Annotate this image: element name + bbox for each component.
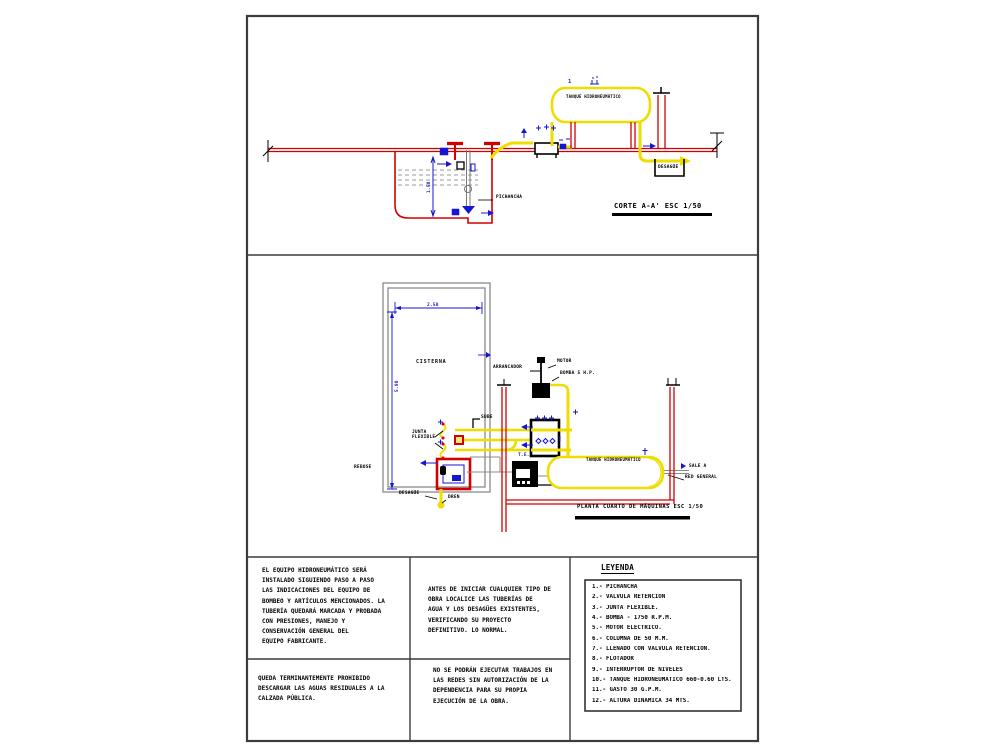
legend-item: 9.- INTERRUPTOR DE NIVELES bbox=[592, 666, 683, 673]
planta-view bbox=[382, 282, 690, 532]
hydro-tank-plan bbox=[546, 448, 686, 490]
corte-title: CORTE A-A' ESC 1/50 bbox=[614, 202, 702, 210]
suction-pipe bbox=[464, 150, 472, 206]
flow-arrow bbox=[680, 156, 691, 166]
ground-break-symbols bbox=[262, 132, 724, 162]
tanque-plan-label: TANQUE HIDRONEUMÁTICO bbox=[586, 457, 641, 462]
red-general-label: RED GENERAL bbox=[685, 475, 718, 480]
legend-item: 1.- PICHANCHA bbox=[592, 584, 638, 590]
check-valve-icons bbox=[559, 143, 567, 150]
hydro-tank-section bbox=[550, 76, 652, 148]
water-meter bbox=[534, 142, 559, 155]
tank-outlet bbox=[638, 122, 691, 177]
junta-label: JUNTA FLEXIBLE bbox=[412, 430, 436, 440]
plan-length-dim: 5.00 bbox=[395, 380, 400, 392]
legend-item: 4.- BOMBA - 1750 R.P.M. bbox=[592, 615, 673, 622]
discharge-pipe bbox=[489, 122, 572, 159]
legend-item: 10.- TANQUE HIDRONEUMÁTICO 660-0.60 LTS. bbox=[592, 677, 732, 684]
legend-item: 2.- VÁLVULA RETENCIÓN bbox=[592, 594, 666, 601]
pipe-annotations bbox=[521, 124, 570, 141]
note-1: EL EQUIPO HIDRONEUMÁTICO SERÁ INSTALADO … bbox=[262, 567, 385, 646]
legend-item: 5.- MOTOR ELÉCTRICO. bbox=[592, 625, 662, 632]
motor-label: MOTOR bbox=[557, 359, 572, 364]
note-3: ANTES DE INICIAR CUALQUIER TIPO DE OBRA … bbox=[428, 586, 551, 634]
dren-label: DREN bbox=[448, 495, 460, 500]
tank-label: TANQUE HIDRONEUMÁTICO bbox=[566, 94, 621, 99]
planta-title-underline bbox=[575, 516, 690, 520]
depth-dim-label: 1.50 bbox=[427, 181, 432, 193]
pump-manifold bbox=[521, 357, 578, 458]
flexible-joint bbox=[439, 443, 447, 459]
depth-dimension bbox=[430, 155, 436, 218]
legend-item: 11.- GASTO 30 G.P.M. bbox=[592, 687, 662, 694]
bomba-label: BOMBA 5 H.P. bbox=[560, 371, 595, 376]
drain-box bbox=[654, 159, 685, 177]
planta-title: PLANTA CUARTO DE MÁQUINAS ESC 1/50 bbox=[577, 504, 704, 510]
desague-label: DESAGÜE bbox=[399, 491, 420, 496]
tablero-label: T.E. bbox=[518, 453, 530, 458]
corte-title-underline bbox=[612, 213, 712, 216]
pit-valve-symbols bbox=[437, 147, 494, 216]
legend-list: 1.- PICHANCHA 2.- VÁLVULA RETENCIÓN 3.- … bbox=[592, 584, 738, 708]
sube-label: SUBE bbox=[481, 415, 493, 420]
foot-valve-icon bbox=[462, 206, 475, 214]
supply-risers bbox=[643, 87, 670, 149]
motor-block bbox=[532, 383, 550, 398]
tank-tag: 1 bbox=[568, 79, 572, 85]
wall-end-ticks bbox=[497, 378, 680, 386]
legend-item: 12.- ALTURA DINÁMICA 34 MTS. bbox=[592, 697, 690, 704]
cistern-section bbox=[394, 141, 500, 224]
cisterna-label: CISTERNA bbox=[416, 359, 447, 365]
tank-vent-icons bbox=[590, 76, 599, 85]
suction-pipes-plan bbox=[439, 423, 531, 459]
note-2: QUEDA TERMINANTEMENTE PROHIBIDO DESCARGA… bbox=[258, 675, 385, 703]
wall-corner-bracket bbox=[472, 418, 480, 428]
note-4: NO SE PODRÁN EJECUTAR TRABAJOS EN LAS RE… bbox=[433, 667, 553, 705]
plan-width-dim: 2.50 bbox=[427, 303, 439, 308]
plan-dimensions bbox=[387, 302, 491, 490]
drain-label: DESAGÜE bbox=[658, 165, 679, 170]
machine-room-walls bbox=[501, 387, 675, 532]
service-lines bbox=[467, 456, 689, 477]
joint-markers bbox=[434, 419, 464, 460]
arrancador-label: ARRANCADOR bbox=[493, 365, 523, 370]
sheet-frame bbox=[245, 14, 760, 743]
legend-item: 7.- LLENADO CON VÁLVULA RETENCIÓN. bbox=[592, 646, 711, 653]
foot-valve-label: PICHANCHA bbox=[496, 195, 523, 200]
legend-item: 8.- FLOTADOR bbox=[592, 656, 634, 663]
sale-label: SALE A bbox=[689, 464, 707, 469]
legend-item: 3.- JUNTA FLEXIBLE. bbox=[592, 604, 659, 611]
valve-pit bbox=[420, 457, 472, 509]
legend-item: 6.- COLUMNA DE 50 M.M. bbox=[592, 635, 669, 642]
rebose-label: REBOSE bbox=[354, 465, 372, 470]
corte-view bbox=[262, 76, 724, 224]
manifold-valve-icons bbox=[527, 409, 578, 446]
legend-title: LEYENDA bbox=[601, 563, 635, 574]
